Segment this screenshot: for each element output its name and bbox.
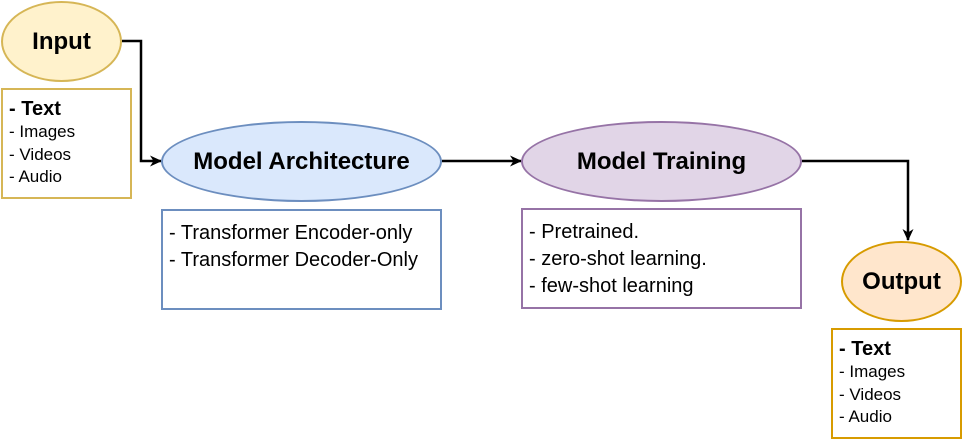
architecture-list-item: - Transformer Encoder-only (169, 222, 413, 244)
training-list-item: - few-shot learning (529, 275, 694, 297)
output-label: Output (862, 267, 941, 295)
edge-input-to-architecture (122, 39, 162, 167)
training-list: - Pretrained. - zero-shot learning. - fe… (521, 208, 802, 309)
architecture-list-item: - Transformer Decoder-Only (169, 249, 418, 271)
input-list-item: - Text (9, 98, 61, 120)
output-node: Output (841, 241, 962, 322)
output-list-item: - Videos (839, 384, 902, 404)
training-list-item: - zero-shot learning. (529, 248, 707, 270)
output-list-item: - Images (839, 362, 906, 381)
training-label: Model Training (576, 147, 747, 175)
output-list-item: - Text (839, 338, 891, 360)
input-list-item: - Audio (9, 167, 62, 186)
architecture-list: - Transformer Encoder-only - Transformer… (161, 209, 442, 310)
output-list-item: - Audio (839, 407, 892, 426)
edge-training-to-output (802, 159, 914, 241)
input-list: - Text - Images - Videos - Audio (1, 88, 132, 199)
architecture-node: Model Architecture (161, 121, 442, 202)
input-node: Input (1, 1, 122, 82)
input-list-item: - Videos (9, 144, 72, 164)
training-list-item: - Pretrained. (529, 221, 640, 243)
output-list: - Text - Images - Videos - Audio (831, 328, 962, 439)
input-list-item: - Images (9, 122, 76, 141)
architecture-label: Model Architecture (193, 147, 410, 175)
training-node: Model Training (521, 121, 802, 202)
input-label: Input (32, 27, 91, 55)
